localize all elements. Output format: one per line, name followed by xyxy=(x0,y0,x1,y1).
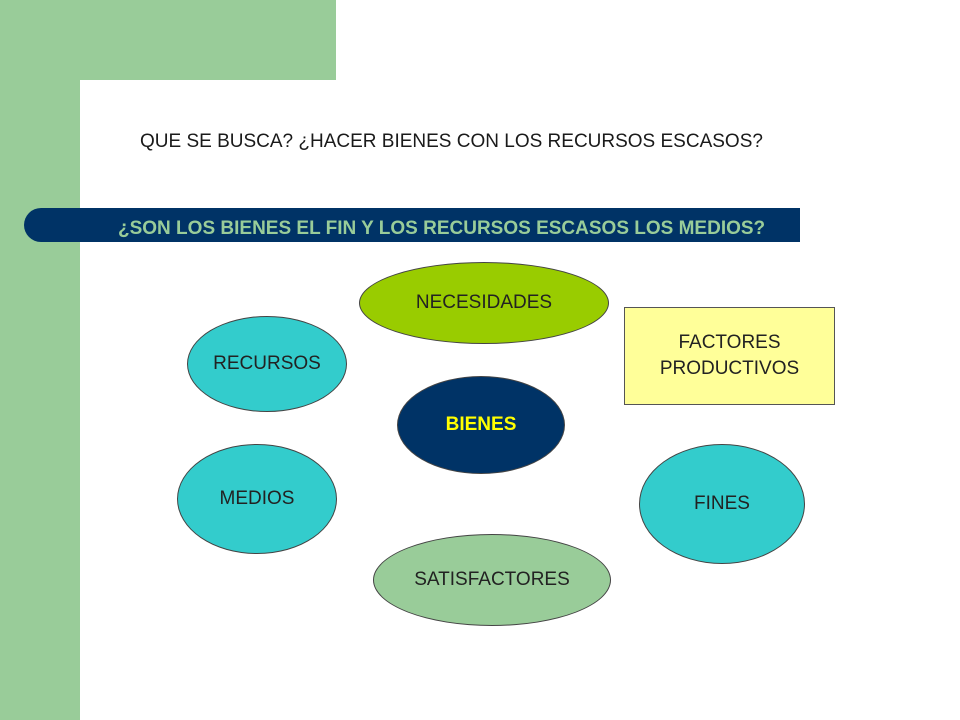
left-accent-bar xyxy=(0,0,80,720)
node-medios: MEDIOS xyxy=(177,444,337,554)
rounded-corner xyxy=(80,80,140,140)
node-bienes: BIENES xyxy=(397,376,565,474)
question-subtitle: ¿SON LOS BIENES EL FIN Y LOS RECURSOS ES… xyxy=(118,218,766,239)
node-factores-productivos: FACTORES PRODUCTIVOS xyxy=(624,307,835,405)
node-recursos: RECURSOS xyxy=(187,316,347,412)
title-band xyxy=(24,208,800,242)
node-satisfactores: SATISFACTORES xyxy=(373,534,611,626)
question-title: QUE SE BUSCA? ¿HACER BIENES CON LOS RECU… xyxy=(140,131,763,152)
top-accent-block xyxy=(80,0,336,80)
node-fines: FINES xyxy=(639,444,805,564)
node-necesidades: NECESIDADES xyxy=(359,262,609,344)
